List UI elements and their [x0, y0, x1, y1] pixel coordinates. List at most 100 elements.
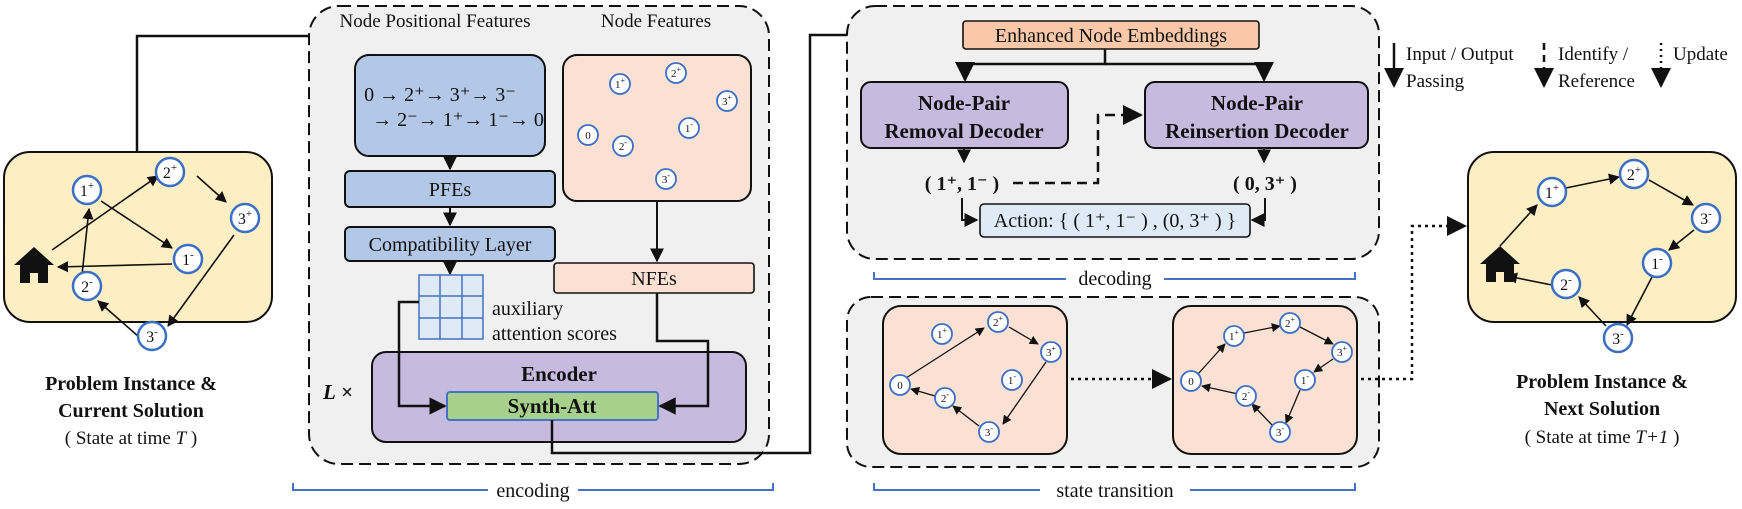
node-3plus: 3+ — [229, 202, 261, 234]
svg-text:1+: 1+ — [1229, 328, 1240, 343]
label-node-features: Node Features — [601, 11, 711, 32]
svg-text:3-: 3- — [662, 171, 671, 186]
next-solution-panel: 1+ 2+ 3- 1- 2- 3- Problem Instance & Nex… — [1467, 151, 1737, 448]
transition-node: 2- — [934, 387, 956, 409]
current-solution-title-2: Current Solution — [58, 400, 204, 422]
sequence-line-2: → 2⁻→ 1⁺→ 1⁻→ 0 — [372, 109, 544, 131]
transition-node: 1+ — [931, 323, 953, 345]
transition-node: 3+ — [1331, 341, 1353, 363]
enhanced-embeddings-box — [962, 20, 1260, 50]
svg-text:0: 0 — [897, 380, 903, 392]
legend-solid-line2: Passing — [1406, 71, 1465, 92]
node-1plus: 1+ — [1536, 176, 1568, 208]
nfes-box — [553, 262, 755, 294]
pfes-label: PFEs — [429, 179, 471, 201]
action-label: Action: { ( 1⁺, 1⁻ ) , (0, 3⁺ ) } — [994, 210, 1237, 232]
encoder-label: Encoder — [521, 362, 597, 386]
feature-node: 1- — [678, 117, 700, 139]
feature-node: 1+ — [609, 73, 631, 95]
svg-text:3-: 3- — [985, 424, 994, 439]
aux-label-1: auxiliary — [492, 298, 563, 320]
removed-pair: ( 1⁺, 1⁻ ) — [925, 173, 999, 195]
node-1minus: 1- — [1641, 247, 1673, 279]
transition-node: 1- — [1294, 369, 1316, 391]
transition-node: 3+ — [1040, 341, 1062, 363]
reinserted-pair: ( 0, 3⁺ ) — [1233, 173, 1297, 195]
encoding-panel: Node Positional Features Node Features 0… — [292, 5, 774, 502]
svg-text:2-: 2- — [619, 138, 628, 153]
legend-dashed-line2: Reference — [1558, 71, 1635, 92]
node-1plus: 1+ — [71, 174, 103, 206]
node-2plus: 2+ — [154, 156, 186, 188]
attention-score-grid — [418, 274, 484, 340]
svg-text:3+: 3+ — [1337, 344, 1348, 359]
node-2plus: 2+ — [1618, 158, 1650, 190]
synth-att-label: Synth-Att — [508, 394, 597, 418]
svg-text:3+: 3+ — [1046, 344, 1057, 359]
svg-text:1-: 1- — [1008, 372, 1017, 387]
node-3minus-top: 3- — [1690, 202, 1722, 234]
removal-decoder-line1: Node-Pair — [918, 91, 1010, 115]
compatibility-layer-label: Compatibility Layer — [369, 234, 532, 256]
state-transition-bracket-label: state transition — [1056, 480, 1173, 502]
svg-text:2+: 2+ — [1285, 315, 1296, 330]
svg-text:1-: 1- — [685, 120, 694, 135]
feature-node: 3+ — [716, 90, 738, 112]
node-1minus: 1- — [172, 243, 204, 275]
transition-node: 1+ — [1223, 325, 1245, 347]
legend-dotted: Update — [1673, 44, 1728, 65]
reinsertion-decoder-box — [1144, 81, 1369, 149]
sequence-line-1: 0 → 2⁺→ 3⁺→ 3⁻ — [364, 84, 516, 106]
transition-node: 0 — [889, 374, 911, 396]
node-3minus: 3- — [1602, 322, 1634, 354]
action-box — [979, 203, 1251, 238]
svg-text:1+: 1+ — [615, 76, 626, 91]
aux-label-2: attention scores — [492, 323, 617, 345]
svg-text:0: 0 — [585, 130, 591, 142]
transition-node: 0 — [1180, 370, 1202, 392]
next-solution-caption: ( State at time T+1 ) — [1525, 427, 1680, 448]
reinsertion-decoder-line2: Reinsertion Decoder — [1165, 119, 1349, 143]
svg-text:2-: 2- — [1242, 388, 1251, 403]
transition-node: 2+ — [987, 311, 1009, 333]
transition-node: 3- — [978, 421, 1000, 443]
next-solution-title-1: Problem Instance & — [1516, 371, 1688, 393]
legend: Input / Output Passing Identify / Refere… — [1384, 43, 1728, 92]
encoding-bracket-label: encoding — [496, 480, 569, 502]
svg-text:3+: 3+ — [722, 93, 733, 108]
next-solution-title-2: Next Solution — [1544, 398, 1660, 420]
label-positional-features: Node Positional Features — [339, 11, 530, 32]
current-solution-title-1: Problem Instance & — [45, 373, 217, 395]
decoding-bracket-label: decoding — [1078, 268, 1151, 290]
feature-node: 2- — [612, 135, 634, 157]
removal-decoder-line2: Removal Decoder — [884, 119, 1043, 143]
feature-node: 2+ — [665, 62, 687, 84]
svg-text:2-: 2- — [941, 390, 950, 405]
layer-multiplier: L × — [322, 380, 353, 404]
transition-node: 3- — [1269, 421, 1291, 443]
enhanced-embeddings-label: Enhanced Node Embeddings — [995, 25, 1227, 47]
node-2minus: 2- — [1550, 268, 1582, 300]
svg-text:0: 0 — [1188, 376, 1194, 388]
transition-state-before — [882, 305, 1068, 455]
svg-text:1-: 1- — [1301, 372, 1310, 387]
feature-node: 3- — [655, 168, 677, 190]
transition-state-after — [1172, 305, 1358, 455]
reinsertion-decoder-line1: Node-Pair — [1211, 91, 1303, 115]
nfes-label: NFEs — [631, 268, 677, 290]
transition-node: 1- — [1001, 369, 1023, 391]
transition-node: 2- — [1235, 385, 1257, 407]
svg-text:1+: 1+ — [937, 326, 948, 341]
svg-text:2+: 2+ — [993, 314, 1004, 329]
legend-solid-line1: Input / Output — [1406, 44, 1514, 65]
current-solution-panel: 1+ 2+ 3+ 1- 2- 3- Problem Instance & Cur… — [3, 151, 273, 449]
current-solution-caption: ( State at time T ) — [65, 428, 197, 449]
decoding-panel: Enhanced Node Embeddings Node-Pair Remov… — [846, 5, 1380, 290]
node-2minus: 2- — [71, 270, 103, 302]
node-3minus: 3- — [136, 320, 168, 352]
legend-dashed-line1: Identify / — [1558, 44, 1629, 65]
house-icon — [14, 247, 54, 283]
feature-node: 0 — [577, 124, 599, 146]
svg-text:3-: 3- — [1276, 424, 1285, 439]
